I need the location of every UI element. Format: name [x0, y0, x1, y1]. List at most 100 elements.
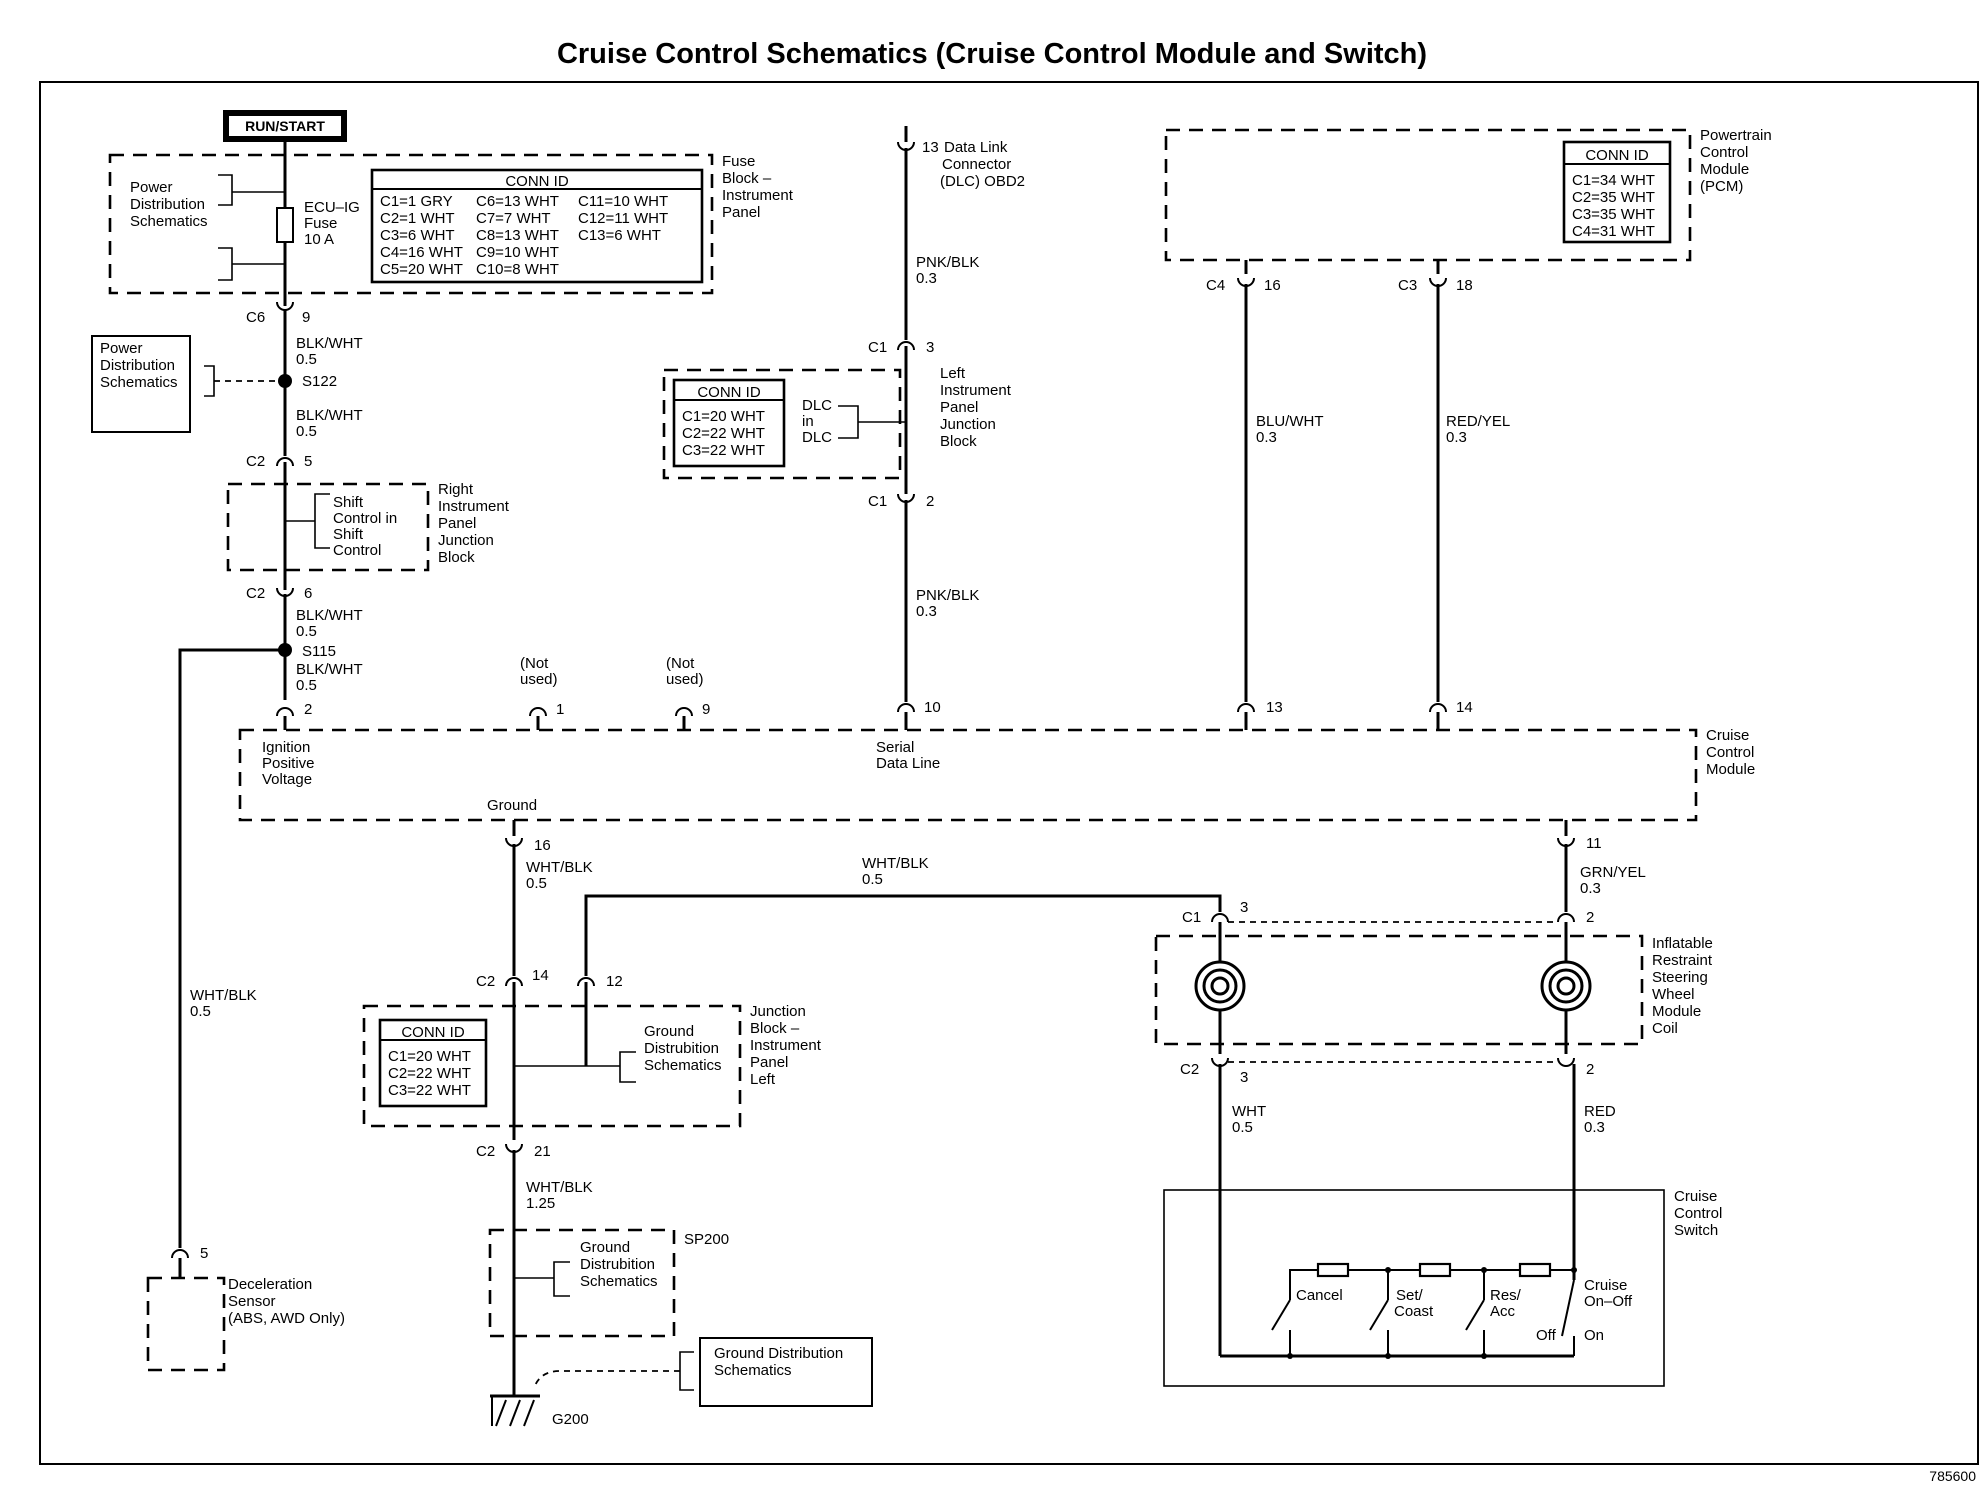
svg-text:Deceleration: Deceleration — [228, 1276, 312, 1293]
svg-text:Sensor: Sensor — [228, 1293, 276, 1310]
svg-text:Control: Control — [333, 542, 381, 559]
svg-text:Control in: Control in — [333, 510, 397, 527]
svg-text:Module: Module — [1652, 1003, 1701, 1020]
ccm-pin-2: 2 — [276, 701, 312, 730]
svg-text:Powertrain: Powertrain — [1700, 127, 1772, 144]
wire-label-blk-wht: BLK/WHT — [296, 335, 363, 352]
ignition-positive-voltage-label: Ignition Positive Voltage — [262, 739, 315, 788]
on-label: On — [1584, 1327, 1604, 1344]
svg-text:used): used) — [520, 671, 558, 688]
svg-text:3: 3 — [926, 339, 934, 356]
cruise-on-off-label: Cruise — [1584, 1277, 1627, 1294]
set-coast-label: Set/ — [1396, 1287, 1424, 1304]
connector-c2-pin12 — [577, 977, 595, 987]
conn-id-cell: C2=1 WHT — [380, 210, 455, 227]
svg-text:Instrument: Instrument — [438, 498, 510, 515]
fuse-block-label: Fuse Block – Instrument Panel — [722, 153, 794, 221]
svg-text:C1=34 WHT: C1=34 WHT — [1572, 172, 1655, 189]
svg-text:C3: C3 — [1398, 277, 1417, 294]
svg-text:0.3: 0.3 — [1446, 429, 1467, 446]
svg-text:C1=20 WHT: C1=20 WHT — [388, 1048, 471, 1065]
svg-text:Switch: Switch — [1674, 1222, 1718, 1239]
conn-id-cell: C9=10 WHT — [476, 244, 559, 261]
right-instrument-panel-label: Right Instrument Panel Junction Block — [438, 481, 510, 566]
svg-text:Block –: Block – — [750, 1020, 800, 1037]
svg-text:C2: C2 — [476, 973, 495, 990]
svg-text:CONN ID: CONN ID — [505, 173, 569, 190]
power-distribution-box — [91, 335, 191, 433]
ground-distribution-ref-2: Ground Distrubition Schematics — [580, 1239, 658, 1290]
svg-text:PNK/BLK: PNK/BLK — [916, 587, 979, 604]
svg-text:WHT/BLK: WHT/BLK — [862, 855, 929, 872]
svg-text:5: 5 — [304, 453, 312, 470]
svg-text:Schematics: Schematics — [644, 1057, 722, 1074]
svg-text:Ground: Ground — [644, 1023, 694, 1040]
svg-text:WHT/BLK: WHT/BLK — [190, 987, 257, 1004]
svg-text:Shift: Shift — [333, 494, 364, 511]
svg-text:CONN ID: CONN ID — [1585, 147, 1649, 164]
svg-text:(ABS, AWD Only): (ABS, AWD Only) — [228, 1310, 345, 1327]
svg-text:Voltage: Voltage — [262, 771, 312, 788]
svg-text:0.5: 0.5 — [1232, 1119, 1253, 1136]
svg-text:Control: Control — [1674, 1205, 1722, 1222]
switch-cancel — [1271, 1299, 1291, 1331]
svg-text:Shift: Shift — [333, 526, 364, 543]
svg-text:C4=31 WHT: C4=31 WHT — [1572, 223, 1655, 240]
svg-text:2: 2 — [304, 701, 312, 718]
svg-text:2: 2 — [926, 493, 934, 510]
svg-text:11: 11 — [1586, 835, 1602, 852]
svg-text:Schematics: Schematics — [100, 374, 178, 391]
switch-set-coast — [1369, 1299, 1389, 1331]
junction-block-label: Junction Block – Instrument Panel Left — [750, 1003, 822, 1088]
fuse-block-instrument-panel — [108, 153, 714, 295]
svg-text:0.5: 0.5 — [296, 623, 317, 640]
svg-text:Ignition: Ignition — [262, 739, 310, 756]
serial-data-line-label: Serial Data Line — [876, 739, 940, 772]
svg-text:S122: S122 — [302, 373, 337, 390]
ecu-ig-fuse — [276, 207, 294, 243]
svg-text:WHT: WHT — [1232, 1103, 1266, 1120]
splice-pack-sp200 — [488, 1228, 676, 1338]
svg-text:BLK/WHT: BLK/WHT — [296, 661, 363, 678]
conn-id-cell: C3=6 WHT — [380, 227, 455, 244]
svg-text:Fuse: Fuse — [304, 215, 337, 232]
svg-text:0.5: 0.5 — [190, 1003, 211, 1020]
svg-text:C2: C2 — [246, 585, 265, 602]
svg-text:DLC: DLC — [802, 429, 832, 446]
svg-text:(Not: (Not — [666, 655, 695, 672]
shift-control-label: Shift Control in Shift Control — [333, 494, 397, 559]
svg-text:Schematics: Schematics — [580, 1273, 658, 1290]
ground-label: Ground — [487, 797, 537, 814]
wire-wht-blk-switch — [584, 894, 1222, 976]
svg-text:Distribution: Distribution — [100, 357, 175, 374]
svg-text:Steering: Steering — [1652, 969, 1708, 986]
svg-text:Schematics: Schematics — [714, 1362, 792, 1379]
svg-text:21: 21 — [534, 1143, 551, 1160]
svg-text:Panel: Panel — [940, 399, 978, 416]
svg-text:GRN/YEL: GRN/YEL — [1580, 864, 1646, 881]
svg-text:Fuse: Fuse — [722, 153, 755, 170]
svg-text:ECU–IG: ECU–IG — [304, 199, 360, 216]
svg-text:6: 6 — [304, 585, 312, 602]
ccm-pin-9-not-used: (Not used) 9 — [666, 655, 710, 730]
svg-text:Positive: Positive — [262, 755, 315, 772]
lip-conn-id-table: CONN ID C1=20 WHT C2=22 WHT C3=22 WHT — [672, 378, 786, 468]
svg-text:14: 14 — [1456, 699, 1473, 716]
svg-text:10: 10 — [924, 699, 941, 716]
left-instrument-panel-label: Left Instrument Panel Junction Block — [940, 365, 1012, 450]
svg-text:Inflatable: Inflatable — [1652, 935, 1713, 952]
ccm-pin-10 — [897, 703, 915, 713]
svg-text:C1=20 WHT: C1=20 WHT — [682, 408, 765, 425]
svg-text:16: 16 — [534, 837, 551, 854]
svg-text:C1: C1 — [868, 339, 887, 356]
svg-text:0.5: 0.5 — [526, 875, 547, 892]
svg-text:(DLC) OBD2: (DLC) OBD2 — [940, 173, 1025, 190]
svg-text:Schematics: Schematics — [130, 213, 208, 230]
conn-id-cell: C6=13 WHT — [476, 193, 559, 210]
document-number: 785600 — [1929, 1468, 1976, 1484]
page-title: Cruise Control Schematics (Cruise Contro… — [556, 38, 1428, 70]
svg-text:C2: C2 — [1180, 1061, 1199, 1078]
svg-text:0.3: 0.3 — [916, 270, 937, 287]
coil-label: Inflatable Restraint Steering Wheel Modu… — [1652, 935, 1713, 1037]
